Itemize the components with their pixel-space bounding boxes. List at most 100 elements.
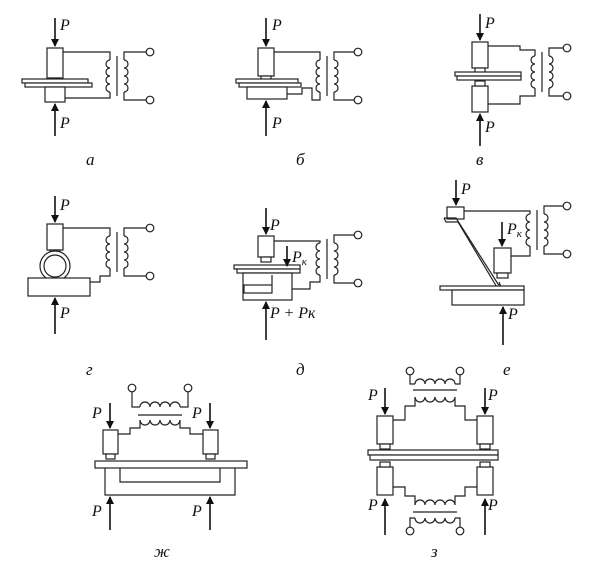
caption-d: д [296, 360, 305, 379]
wire [131, 392, 140, 408]
electrode [493, 247, 512, 274]
lower-bridge-electrode [104, 468, 236, 496]
electrode-tip [474, 80, 486, 87]
upper-electrode-block [446, 206, 465, 220]
wire [488, 45, 536, 56]
electrode-tip [479, 461, 491, 468]
force-label: P [91, 503, 102, 520]
caption-v: в [476, 150, 484, 169]
wire [543, 205, 563, 214]
wire [455, 517, 461, 527]
wire [123, 92, 146, 101]
workpiece-lower [456, 75, 522, 81]
force-label: P [487, 497, 498, 514]
electrode-tip [479, 443, 491, 450]
terminal [562, 201, 572, 211]
wire [409, 375, 415, 385]
wire [287, 87, 321, 101]
wire [333, 234, 354, 243]
wire [123, 227, 146, 236]
force-label: P [367, 497, 378, 514]
transformer-coil [139, 419, 181, 426]
caption-b: б [296, 150, 305, 169]
electrode-tip [379, 443, 391, 450]
wire [63, 227, 111, 236]
wire [548, 47, 563, 56]
electrode [46, 47, 64, 79]
electrode-tip [205, 453, 216, 460]
transformer-coil [315, 242, 321, 276]
terminal [562, 249, 572, 259]
caption-a: а [86, 150, 95, 169]
force-label: P [59, 17, 70, 34]
terminal [353, 230, 363, 240]
transformer-coil [530, 55, 536, 89]
electrode [376, 415, 394, 445]
wire [543, 246, 563, 255]
lower-electrode [44, 86, 66, 103]
force-label: P [484, 119, 495, 136]
terminal [405, 366, 415, 376]
workpiece-upper [233, 264, 301, 270]
wire [548, 88, 563, 97]
terminal [145, 271, 155, 281]
electrode-tip [105, 453, 116, 460]
wire [464, 210, 531, 214]
terminal [145, 47, 155, 57]
force-label: P [367, 387, 378, 404]
terminal [353, 47, 363, 57]
electrode [257, 47, 275, 77]
force-label: P [484, 15, 495, 32]
sum-force-label: P + Pк [269, 305, 316, 322]
transformer-coil [123, 235, 129, 269]
force-label: P [507, 306, 518, 323]
lower-electrode [451, 289, 525, 306]
electrode [46, 223, 64, 251]
electrode [257, 235, 275, 258]
wire [454, 486, 477, 505]
workpiece-lower [369, 454, 499, 461]
electrode-tip [260, 256, 272, 263]
electrode-tip [379, 461, 391, 468]
force-label: P [191, 405, 202, 422]
terminal [127, 383, 137, 393]
terminal [353, 278, 363, 288]
electrode [202, 429, 219, 455]
wire [274, 240, 321, 243]
wire [488, 88, 536, 105]
terminal [455, 526, 465, 536]
force-label: P [59, 305, 70, 322]
transformer-coil [315, 59, 321, 93]
transformer-coil [525, 213, 531, 247]
caption-zh: ж [154, 542, 170, 561]
terminal [353, 95, 363, 105]
electrode [102, 429, 119, 455]
force-label: P [271, 115, 282, 132]
wire [90, 268, 111, 283]
terminal [455, 366, 465, 376]
bent-workpiece [444, 217, 501, 287]
electrode [376, 466, 394, 496]
transformer-coil [548, 55, 554, 89]
transformer-coil [414, 499, 456, 506]
transformer-coil [333, 242, 339, 276]
wire [118, 420, 141, 435]
transformer-coil [414, 396, 456, 403]
workpiece-lower [236, 268, 301, 274]
wire [274, 51, 321, 60]
electrode-tip [496, 272, 509, 279]
wire [333, 275, 354, 284]
wire [179, 420, 203, 435]
transformer-coil [414, 517, 456, 524]
wire [292, 275, 321, 290]
transformer-coil [333, 59, 339, 93]
caption-e: е [503, 360, 511, 379]
force-label: P [271, 17, 282, 34]
transformer-coil [105, 59, 111, 93]
wire [409, 517, 415, 527]
wire [511, 246, 531, 257]
base-plate [439, 285, 525, 291]
wire [63, 51, 111, 60]
